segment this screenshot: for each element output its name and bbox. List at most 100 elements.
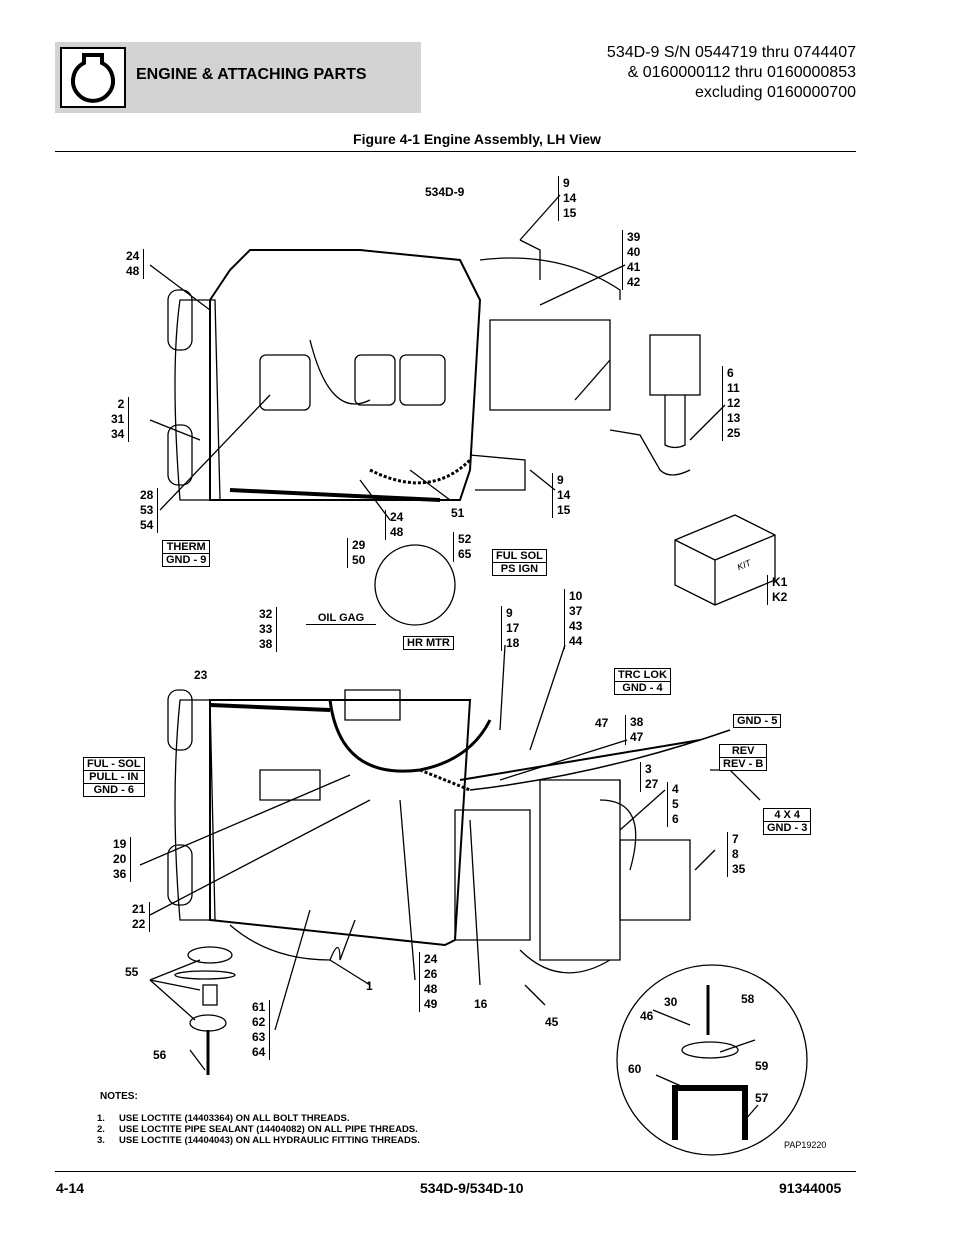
callout-number: 36: [113, 867, 127, 881]
tag-line: THERM: [163, 541, 210, 554]
callout-number: 18: [506, 636, 520, 650]
tag-hr-mtr: HR MTR: [403, 636, 454, 650]
callout-number: K1: [772, 575, 788, 589]
footer-divider: [55, 1171, 856, 1172]
callout-number: 4: [672, 782, 679, 796]
callout-number: 44: [569, 634, 583, 648]
callout-number: 47: [630, 730, 644, 744]
note-number: 1.: [97, 1113, 105, 1124]
callout-number: 13: [727, 411, 741, 425]
callout-number: 39: [627, 230, 641, 244]
tag-rev: REV REV - B: [719, 744, 768, 771]
callout-47: 47: [595, 716, 609, 730]
note-text: USE LOCTITE PIPE SEALANT (14404082) ON A…: [119, 1124, 418, 1135]
callout-number: 32: [259, 607, 273, 621]
tag-line: GND - 9: [166, 554, 207, 566]
callout-number: 27: [645, 777, 659, 791]
callout-46: 46: [640, 1009, 654, 1023]
engine-section-icon: [60, 47, 126, 108]
note-number: 3.: [97, 1135, 105, 1146]
callout-number: 38: [259, 637, 273, 651]
callout-number: 14: [557, 488, 571, 502]
callout-number: 61: [252, 1000, 266, 1014]
art-id: PAP19220: [784, 1140, 827, 1150]
callout-number: 49: [424, 997, 438, 1011]
callout-number: 33: [259, 622, 273, 636]
callout-number: 52: [458, 532, 472, 546]
page-number: 4-14: [56, 1180, 85, 1196]
callout-59: 59: [755, 1059, 769, 1073]
tag-line: GND - 3: [767, 822, 808, 834]
callout-number: 24: [126, 249, 140, 263]
tag-line: REV: [720, 745, 767, 758]
tag-line: TRC LOK: [615, 669, 670, 682]
note-item: 1. USE LOCTITE (14403364) ON ALL BOLT THR…: [97, 1113, 350, 1124]
footer-model: 534D-9/534D-10: [420, 1180, 524, 1196]
callout-number: 63: [252, 1030, 266, 1044]
callout-number: 34: [111, 427, 125, 441]
serial-line: & 0160000112 thru 0160000853: [627, 64, 856, 81]
callout-number: 7: [732, 832, 739, 846]
callout-30: 30: [664, 995, 678, 1009]
callout-number: 24: [424, 952, 438, 966]
tag-gnd-5: GND - 5: [733, 714, 782, 728]
tag-line: GND - 6: [93, 784, 134, 796]
serial-line: excluding 0160000700: [694, 84, 856, 101]
callout-57: 57: [755, 1091, 769, 1105]
tag-line: HR MTR: [407, 637, 450, 649]
callout-number: 42: [627, 275, 641, 289]
callout-number: 15: [557, 503, 571, 517]
doc-number: 91344005: [779, 1180, 842, 1196]
tag-ful-sol-pull-in: FUL - SOL PULL - IN GND - 6: [83, 757, 145, 797]
note-item: 2. USE LOCTITE PIPE SEALANT (14404082) ON…: [97, 1124, 418, 1135]
callout-number: 62: [252, 1015, 266, 1029]
callout-number: 38: [630, 715, 644, 729]
callout-1: 1: [366, 979, 373, 993]
callout-number: 24: [390, 510, 404, 524]
tag-oil-gag: OIL GAG: [306, 612, 376, 625]
serial-line: 534D-9 S/N 0544719 thru 0744407: [606, 44, 856, 61]
tag-line: GND - 4: [622, 682, 663, 694]
figure-title: Figure 4-1 Engine Assembly, LH View: [353, 131, 601, 147]
callout-number: 6: [672, 812, 679, 826]
callout-58: 58: [741, 992, 755, 1006]
callout-60: 60: [628, 1062, 642, 1076]
tag-line: FUL - SOL: [84, 758, 144, 771]
note-number: 2.: [97, 1124, 105, 1135]
note-text: USE LOCTITE (14403364) ON ALL BOLT THREA…: [119, 1113, 350, 1124]
tag-line: REV - B: [723, 758, 764, 770]
callout-number: 19: [113, 837, 127, 851]
callout-number: 26: [424, 967, 438, 981]
callout-number: 9: [506, 606, 513, 620]
callout-number: 11: [727, 381, 740, 395]
callout-number: 17: [506, 621, 520, 635]
callout-number: 41: [627, 260, 641, 274]
callout-number: 48: [126, 264, 140, 278]
callout-number: 37: [569, 604, 583, 618]
callout-number: 40: [627, 245, 641, 259]
callout-number: 53: [140, 503, 154, 517]
callout-55: 55: [125, 965, 139, 979]
tag-line: FUL SOL: [493, 550, 546, 563]
callout-number: 48: [424, 982, 438, 996]
tag-line: OIL GAG: [317, 612, 365, 624]
section-title: ENGINE & ATTACHING PARTS: [136, 66, 367, 83]
header-divider: [55, 151, 856, 152]
callout-number: 8: [732, 847, 739, 861]
callout-number: 28: [140, 488, 154, 502]
callout-number: 50: [352, 553, 366, 567]
